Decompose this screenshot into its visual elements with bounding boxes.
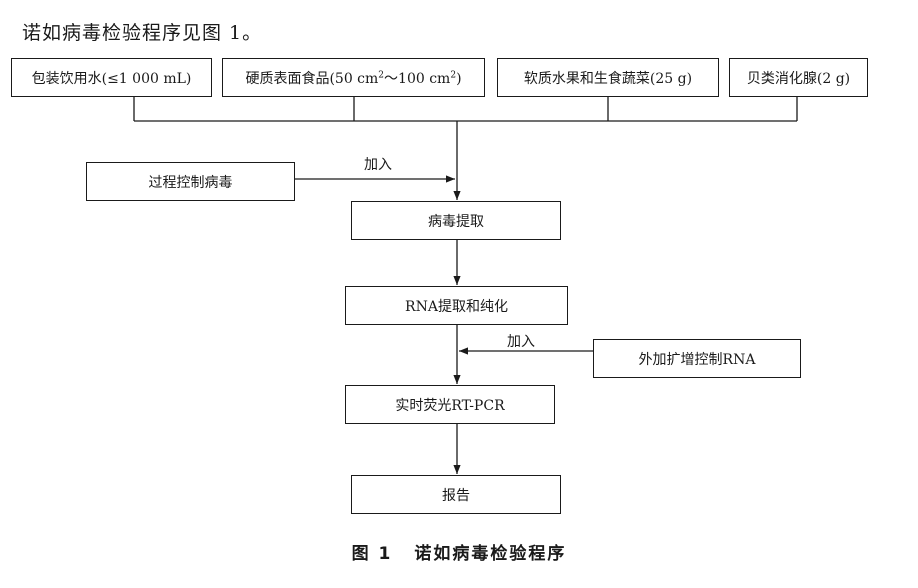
virus-extraction-label: 病毒提取 (428, 213, 484, 230)
figure-number: 图 1 (351, 544, 393, 564)
sample-soft-fruit-vegetable-box: 软质水果和生食蔬菜(25 g) (497, 58, 719, 97)
sample-shellfish-gland-label: 贝类消化腺(2 g) (746, 70, 851, 87)
process-control-virus-label: 过程控制病毒 (148, 174, 233, 191)
report-label: 报告 (442, 487, 470, 504)
rna-extraction-label: RNA提取和纯化 (405, 298, 508, 315)
sample-hard-surface-food-label: 硬质表面食品(50 cm2～100 cm2) (245, 69, 462, 87)
realtime-rt-pcr-label: 实时荧光RT-PCR (395, 397, 505, 414)
rna-extraction-box: RNA提取和纯化 (345, 286, 568, 325)
amplification-control-rna-box: 外加扩增控制RNA (593, 339, 801, 378)
virus-extraction-box: 病毒提取 (351, 201, 561, 240)
amplification-control-rna-label: 外加扩增控制RNA (638, 351, 756, 368)
sample-bottled-water-label: 包装饮用水(≤1 000 mL) (31, 70, 192, 87)
figure-title: 诺如病毒检验程序 (414, 544, 567, 564)
figure-caption: 图 1 诺如病毒检验程序 (0, 539, 918, 564)
realtime-rt-pcr-box: 实时荧光RT-PCR (345, 385, 555, 424)
sample-soft-fruit-vegetable-label: 软质水果和生食蔬菜(25 g) (523, 70, 693, 87)
sample-bottled-water-box: 包装饮用水(≤1 000 mL) (11, 58, 212, 97)
sample-shellfish-gland-box: 贝类消化腺(2 g) (729, 58, 868, 97)
process-control-add-label: 加入 (364, 157, 392, 173)
intro-text: 诺如病毒检验程序见图 1。 (22, 22, 263, 44)
process-control-virus-box: 过程控制病毒 (86, 162, 295, 201)
report-box: 报告 (351, 475, 561, 514)
amplification-control-add-label: 加入 (507, 334, 535, 350)
sample-hard-surface-food-box: 硬质表面食品(50 cm2～100 cm2) (222, 58, 485, 97)
